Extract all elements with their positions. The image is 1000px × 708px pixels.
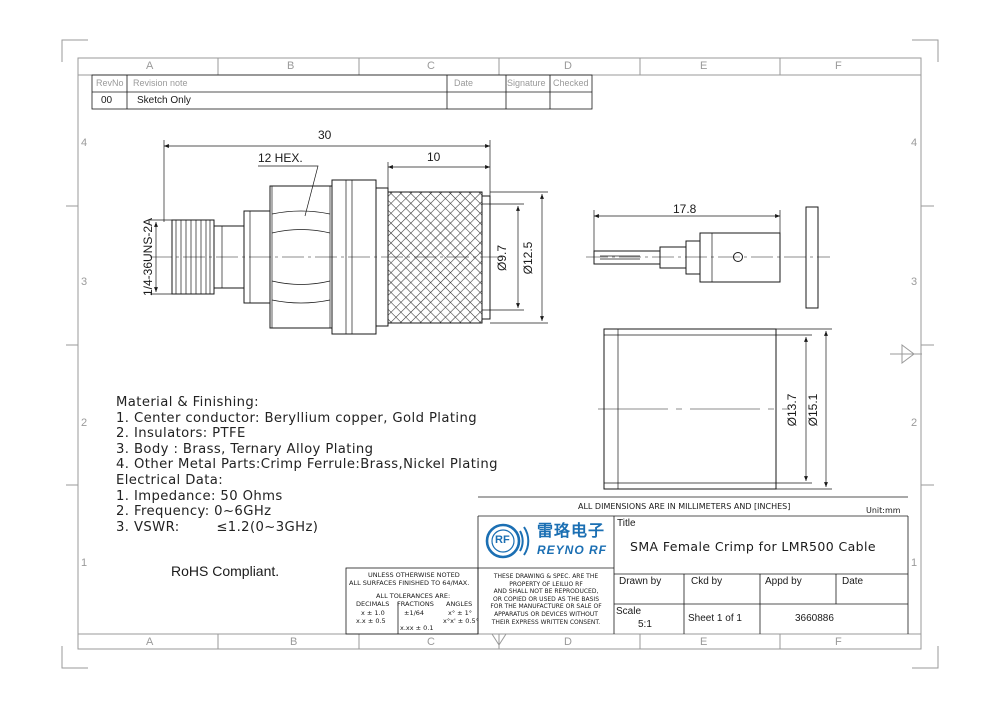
title-label: Title [617,518,636,529]
materials-line: 1. Center conductor: Beryllium copper, G… [116,410,478,426]
zone-col-b-top: B [287,60,295,72]
property-note-line: OR COPIED OR USED AS THE BASIS [492,595,600,603]
dim-dia-inner: Ø9.7 [495,245,509,272]
rev-header-signature: Signature [507,78,546,88]
property-note-line: APPARATUS OR DEVICES WITHOUT [494,610,598,618]
dim-crimp-length: 10 [427,150,441,164]
tol-a2: x°x' ± 0.5° [443,617,479,625]
property-note-line: THEIR EXPRESS WRITTEN CONSENT. [491,618,601,626]
dimension-lines-pin [593,210,781,251]
materials-line: 2. Insulators: PTFE [116,426,246,442]
tol-h-decimals: DECIMALS [356,600,390,608]
dim-hex: 12 HEX. [258,151,303,165]
property-note: THESE DRAWING & SPEC. ARE THE PROPERTY O… [480,573,612,626]
dimension-lines-left [150,140,548,324]
corner-marks [61,39,939,669]
zone-col-c-bottom: C [427,636,435,648]
centering-mark-icon [890,344,922,364]
zone-row-4-right: 4 [911,137,918,149]
zone-row-3-left: 3 [81,276,88,288]
unit-note: Unit:mm [866,506,901,515]
materials-line: 4. Other Metal Parts:Crimp Ferrule:Brass… [116,457,498,473]
logo-mark-text: RF [495,534,510,546]
tol-line1: UNLESS OTHERWISE NOTED [368,571,460,579]
logo-mark-icon [485,523,530,559]
materials-line: Electrical Data: [116,472,224,488]
title-block-grid [345,496,909,635]
zone-row-2-right: 2 [911,417,918,429]
date-label: Date [842,576,864,587]
property-note-line: FOR THE MANUFACTURE OR SALE OF [490,603,602,611]
zone-col-e-top: E [700,60,708,72]
drawing-title: SMA Female Crimp for LMR500 Cable [630,539,876,554]
tol-h-angles: ANGLES [446,600,473,608]
tol-f1: ±1/64 [404,609,425,617]
dim-dia-outer: Ø12.5 [521,241,535,275]
tol-d2: x.x ± 0.5 [356,617,386,625]
all-dimensions-note: ALL DIMENSIONS ARE IN MILLIMETERS AND [I… [578,502,791,511]
tol-line3: ALL TOLERANCES ARE: [376,592,451,600]
zone-col-a-top: A [146,60,154,72]
zone-col-e-bottom: E [700,636,708,648]
logo-cn: 雷珞电子 [537,523,606,540]
materials-line: 1. Impedance: 50 Ohms [116,488,283,504]
zone-col-d-bottom: D [564,636,572,648]
rev-header-checked: Checked [553,78,589,88]
tol-h-fractions: FRACTIONS [397,600,434,608]
rev-header-revno: RevNo [96,78,124,88]
dim-ferrule-outer: Ø15.1 [806,393,820,427]
materials-line: 2. Frequency: 0~6GHz [116,504,272,520]
sheet-number: Sheet 1 of 1 [688,613,742,624]
tol-d3: x.xx ± 0.1 [400,624,434,632]
materials-line: 3. Body : Brass, Ternary Alloy Plating [116,441,374,457]
property-note-line: PROPERTY OF LEILUO RF [509,580,583,588]
rev-row-note: Sketch Only [137,95,191,106]
appd-by-label: Appd by [765,576,802,587]
scale-value: 5:1 [638,619,652,630]
zone-ticks [66,58,934,649]
rohs-note: RoHS Compliant. [171,563,280,579]
rev-header-note: Revision note [133,78,188,88]
materials-line: Material & Finishing: [116,395,260,410]
zone-frame [77,57,922,650]
zone-col-c-top: C [427,60,435,72]
materials-line: 3. VSWR: ≤1.2(0~3GHz) [116,519,319,535]
zone-col-f-top: F [835,60,842,72]
materials-notes: Material & Finishing: 1. Center conducto… [116,395,498,535]
zone-row-1-right: 1 [911,557,918,569]
property-note-line: THESE DRAWING & SPEC. ARE THE [493,573,599,580]
zone-row-3-right: 3 [911,276,918,288]
zone-row-1-left: 1 [81,557,88,569]
revision-table-grid [91,74,593,110]
tol-line2: ALL SURFACES FINISHED TO 64/MAX. [349,579,470,587]
zone-row-4-left: 4 [81,137,88,149]
ckd-by-label: Ckd by [691,576,723,587]
center-contact-view [593,206,819,309]
drawn-by-label: Drawn by [619,576,662,587]
scale-label: Scale [616,606,642,617]
dim-ferrule-inner: Ø13.7 [785,393,799,427]
zone-row-2-left: 2 [81,417,88,429]
zone-col-b-bottom: B [290,636,298,648]
part-number: 3660886 [795,613,834,624]
rev-header-date: Date [454,78,474,88]
property-note-line: AND SHALL NOT BE REPRODUCED, [493,588,599,596]
dim-pin-length: 17.8 [673,202,697,216]
dim-overall-length: 30 [318,128,332,142]
tol-d1: x ± 1.0 [361,609,385,617]
tol-a1: x° ± 1° [448,609,473,617]
dimension-lines-ferrule [776,328,832,490]
zone-col-a-bottom: A [146,636,154,648]
centering-mark-bottom-icon [491,633,507,646]
zone-col-d-top: D [564,60,572,72]
logo-en: REYNO RF [537,543,608,557]
zone-col-f-bottom: F [835,636,842,648]
dim-thread: 1/4-36UNS-2A [141,217,155,297]
rev-row-revno: 00 [101,95,113,106]
